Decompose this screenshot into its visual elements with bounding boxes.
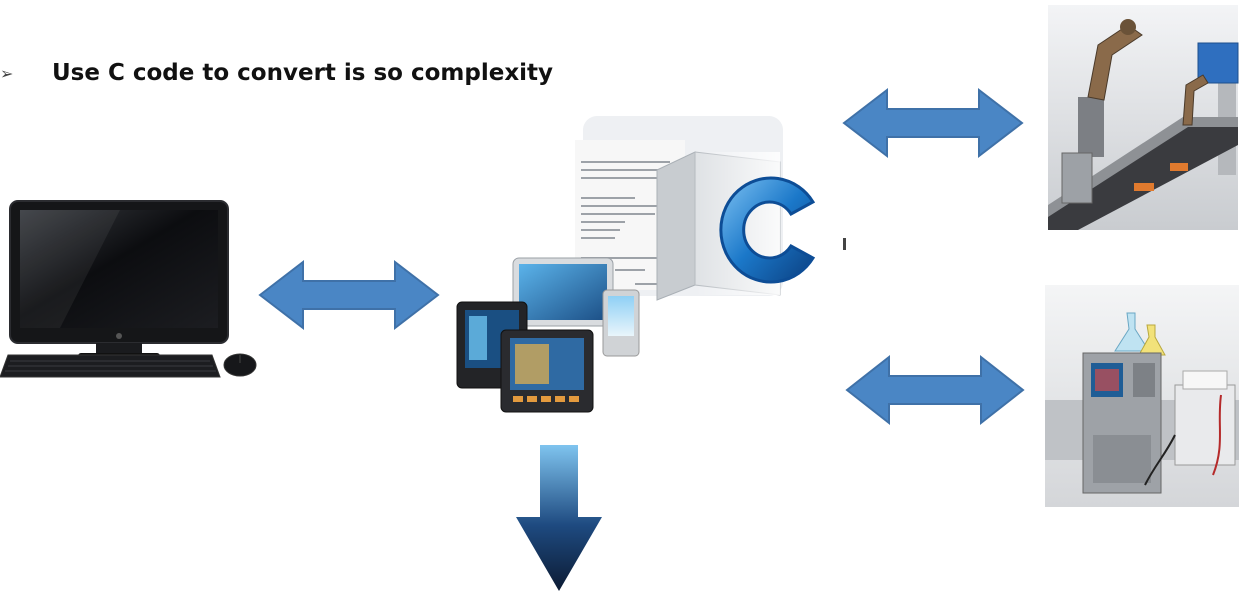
wide-touch-panel-icon bbox=[512, 257, 614, 327]
double-headed-arrow bbox=[842, 87, 1024, 159]
double-headed-arrow bbox=[258, 259, 440, 331]
monitor-icon bbox=[9, 200, 229, 359]
mouse-icon bbox=[223, 353, 257, 377]
printer-icon bbox=[1174, 370, 1236, 466]
arrow-bullet-icon: ➢ bbox=[0, 66, 14, 83]
down-gradient-arrow bbox=[516, 445, 602, 591]
industrial-robot-arm-conveyor-illustration bbox=[1048, 5, 1239, 230]
laboratory-equipment-illustration bbox=[1045, 285, 1239, 507]
conveyor-belt-icon bbox=[1048, 117, 1238, 230]
instrument-cabinet-icon bbox=[1082, 352, 1162, 494]
robot-arm-icon bbox=[1078, 19, 1209, 157]
tall-panel-icon bbox=[602, 289, 640, 357]
headline-text: Use C code to convert is so complexity bbox=[52, 60, 554, 86]
hmi-touch-panels-illustration bbox=[456, 257, 640, 413]
main-hmi-panel-icon bbox=[500, 329, 594, 413]
keyboard-icon bbox=[0, 354, 221, 378]
desktop-computer-illustration bbox=[0, 200, 257, 378]
flask-icon bbox=[1114, 312, 1166, 356]
double-headed-arrow bbox=[845, 354, 1025, 426]
c-logo-icon bbox=[719, 176, 816, 284]
